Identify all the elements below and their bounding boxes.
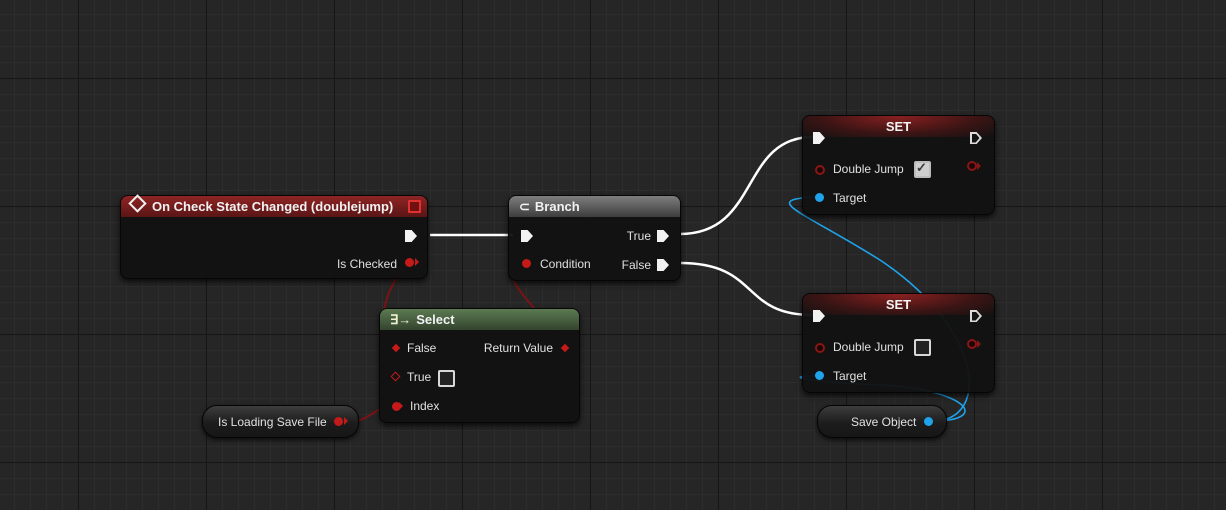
is-loading-save-file-node[interactable]: Is Loading Save File	[202, 405, 359, 438]
set-bottom-double-jump-checkbox[interactable]	[914, 339, 931, 356]
branch-icon: ⊂	[519, 199, 530, 214]
set-top-exec-in-pin[interactable]	[813, 132, 825, 144]
true-input-pin[interactable]	[390, 371, 401, 382]
is-checked-label: Is Checked	[336, 257, 397, 271]
return-value-pin[interactable]	[560, 343, 570, 353]
select-node-header[interactable]: ∃→ Select	[380, 309, 579, 330]
branch-node[interactable]: ⊂ Branch Condition True False	[508, 195, 681, 281]
index-pin[interactable]	[392, 402, 401, 411]
delegate-pin-icon[interactable]	[408, 200, 421, 213]
exec-out-pin[interactable]	[405, 230, 417, 242]
save-object-label: Save Object	[851, 415, 917, 429]
set-top-output-pin[interactable]	[967, 161, 977, 171]
is-loading-pin-arrow-icon	[344, 417, 348, 425]
branch-node-title: Branch	[534, 199, 580, 214]
save-object-node[interactable]: Save Object	[817, 405, 947, 438]
exec-wire-true-to-set	[679, 135, 814, 236]
true-label: True	[626, 229, 651, 243]
set-top-exec-out-pin[interactable]	[970, 132, 982, 144]
set-bottom-exec-in-pin[interactable]	[813, 310, 825, 322]
select-true-checkbox[interactable]	[438, 370, 455, 387]
return-value-label: Return Value	[483, 341, 553, 355]
event-node-title: On Check State Changed (doublejump)	[152, 199, 394, 214]
event-node-on-check-state-changed[interactable]: On Check State Changed (doublejump) Is C…	[120, 194, 428, 279]
set-top-double-jump-pin[interactable]	[815, 165, 825, 175]
set-node-unchecked-title: SET	[885, 297, 912, 312]
set-node-checked-title: SET	[885, 119, 912, 134]
is-checked-pin-arrow-icon	[415, 258, 419, 266]
set-top-double-jump-label: Double Jump	[833, 162, 904, 176]
select-icon: ∃→	[390, 312, 412, 327]
index-label: Index	[410, 399, 440, 413]
is-checked-pin[interactable]	[405, 258, 414, 267]
set-bottom-output-pin[interactable]	[967, 339, 977, 349]
branch-node-header[interactable]: ⊂ Branch	[509, 196, 680, 217]
select-node-title: Select	[416, 312, 455, 327]
false-exec-pin[interactable]	[657, 259, 669, 271]
is-loading-pin[interactable]	[334, 417, 343, 426]
set-node-unchecked-header[interactable]: SET	[803, 294, 994, 315]
set-top-target-label: Target	[833, 191, 867, 205]
select-false-label: False	[407, 341, 437, 355]
select-node[interactable]: ∃→ Select False Return Value True Index	[379, 308, 580, 423]
index-pin-arrow-icon	[399, 402, 403, 410]
true-exec-pin[interactable]	[657, 230, 669, 242]
exec-wire-false-to-set	[679, 261, 814, 317]
set-top-target-pin[interactable]	[815, 193, 824, 202]
branch-exec-in-pin[interactable]	[521, 230, 533, 242]
false-label: False	[621, 258, 651, 272]
set-bottom-double-jump-label: Double Jump	[833, 340, 904, 354]
select-true-label: True	[407, 370, 432, 384]
set-top-double-jump-checkbox[interactable]	[914, 160, 931, 178]
set-bottom-exec-out-pin[interactable]	[970, 310, 982, 322]
set-top-output-pin-arrow-icon	[977, 162, 981, 170]
condition-pin[interactable]	[522, 259, 531, 268]
set-bottom-output-pin-arrow-icon	[977, 340, 981, 348]
is-loading-save-file-label: Is Loading Save File	[218, 415, 327, 429]
set-bottom-target-pin[interactable]	[815, 371, 824, 380]
set-bottom-target-label: Target	[833, 369, 867, 383]
event-node-header[interactable]: On Check State Changed (doublejump)	[121, 194, 427, 217]
condition-label: Condition	[540, 257, 591, 271]
set-node-checked[interactable]: SET Double Jump Target	[802, 115, 995, 215]
set-node-checked-header[interactable]: SET	[803, 116, 994, 137]
false-input-pin[interactable]	[391, 343, 401, 353]
set-bottom-double-jump-pin[interactable]	[815, 343, 825, 353]
save-object-pin[interactable]	[924, 417, 933, 426]
set-node-unchecked[interactable]: SET Double Jump Target	[802, 293, 995, 393]
event-diamond-icon	[128, 194, 147, 213]
